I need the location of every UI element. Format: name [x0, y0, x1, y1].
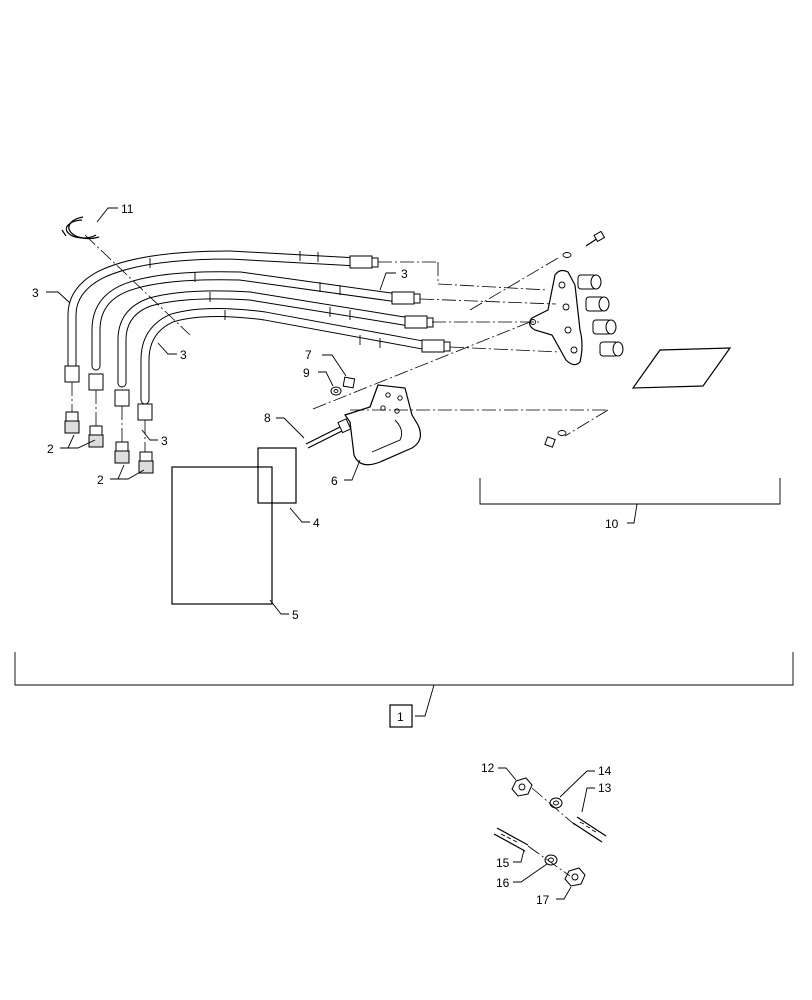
callout-labels: 11 3 3 3 3 2 2 7 9 8 6 4 5 10 1 12 14 13… [32, 202, 619, 907]
group-bracket-1 [14, 652, 794, 686]
callout-11[interactable]: 11 [121, 202, 134, 216]
adapter-fittings[interactable] [64, 411, 154, 474]
callout-13[interactable]: 13 [598, 781, 612, 795]
callout-7[interactable]: 7 [305, 348, 312, 362]
coupler-plate-part[interactable] [529, 230, 732, 389]
callout-3-right[interactable]: 3 [401, 267, 408, 281]
washer-14-part[interactable] [549, 797, 563, 809]
hex-nut-12-part[interactable] [511, 777, 533, 797]
decal-small-part[interactable] [257, 447, 297, 504]
hydraulic-hose-assembly[interactable] [64, 250, 451, 421]
callout-2-lower[interactable]: 2 [97, 473, 104, 487]
bracket-washer-part[interactable] [330, 386, 342, 396]
decal-large-part[interactable] [171, 466, 273, 605]
callout-3-middle[interactable]: 3 [180, 348, 187, 362]
stud-15-part[interactable] [493, 827, 529, 852]
callout-box-1 [389, 704, 413, 728]
stud-13-part[interactable] [572, 816, 607, 843]
callout-6[interactable]: 6 [331, 474, 338, 488]
washer-16-part[interactable] [544, 854, 558, 866]
plate-nut-washer[interactable] [544, 430, 567, 448]
callout-14[interactable]: 14 [598, 764, 612, 778]
bracket-bolt-part[interactable] [305, 418, 352, 449]
callout-15[interactable]: 15 [496, 856, 510, 870]
callout-3-left[interactable]: 3 [32, 286, 39, 300]
leader-lines [46, 207, 638, 900]
callout-4[interactable]: 4 [313, 516, 320, 530]
callout-8[interactable]: 8 [264, 411, 271, 425]
callout-12[interactable]: 12 [481, 761, 495, 775]
callout-3-lower[interactable]: 3 [161, 434, 168, 448]
callout-1[interactable]: 1 [397, 710, 404, 724]
hex-nut-17-part[interactable] [564, 867, 586, 887]
callout-10[interactable]: 10 [605, 517, 619, 531]
callout-5[interactable]: 5 [292, 608, 299, 622]
callout-2-upper[interactable]: 2 [47, 442, 54, 456]
bracket-nut-part[interactable] [342, 376, 356, 389]
callout-17[interactable]: 17 [536, 893, 550, 907]
callout-16[interactable]: 16 [496, 876, 510, 890]
snap-ring-part[interactable] [61, 216, 100, 240]
group-bracket-10 [479, 478, 781, 505]
callout-9[interactable]: 9 [303, 366, 310, 380]
mounting-bracket-part[interactable] [344, 384, 422, 466]
